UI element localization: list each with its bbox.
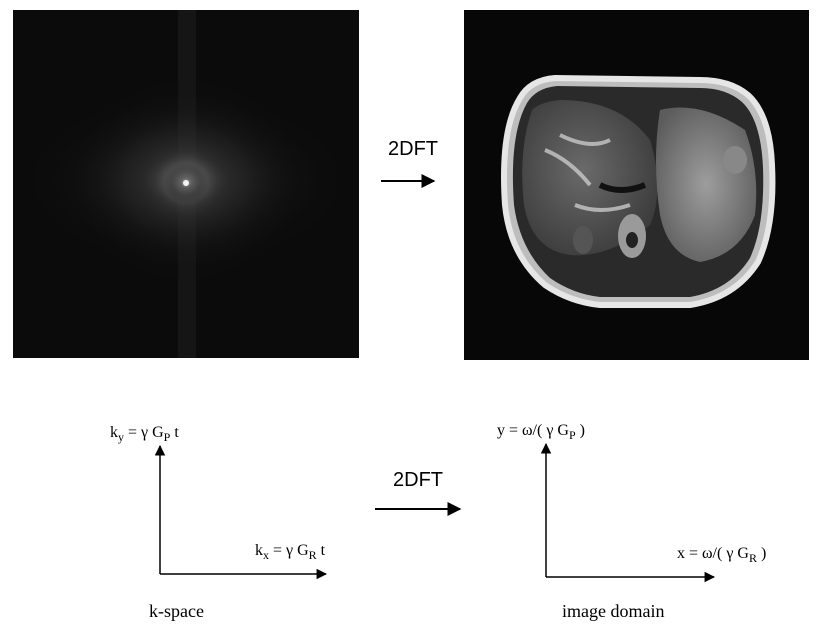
k-space-y-axis-label: ky = γ GP t [110,424,179,444]
k-space-caption: k-space [149,601,204,621]
image-domain-axes [540,442,716,583]
top-arrow-label: 2DFT [388,138,438,160]
k-space-axes [154,444,328,580]
k-space-x-axis-label: kx = γ GR t [255,542,326,562]
k-space-image [13,10,359,358]
bottom-arrow-label: 2DFT [393,469,443,491]
image-domain-caption: image domain [562,601,665,621]
mri-image [464,10,809,360]
image-domain-y-axis-label: y = ω/( γ GP ) [497,422,585,442]
image-domain-x-axis-label: x = ω/( γ GR ) [677,545,767,565]
